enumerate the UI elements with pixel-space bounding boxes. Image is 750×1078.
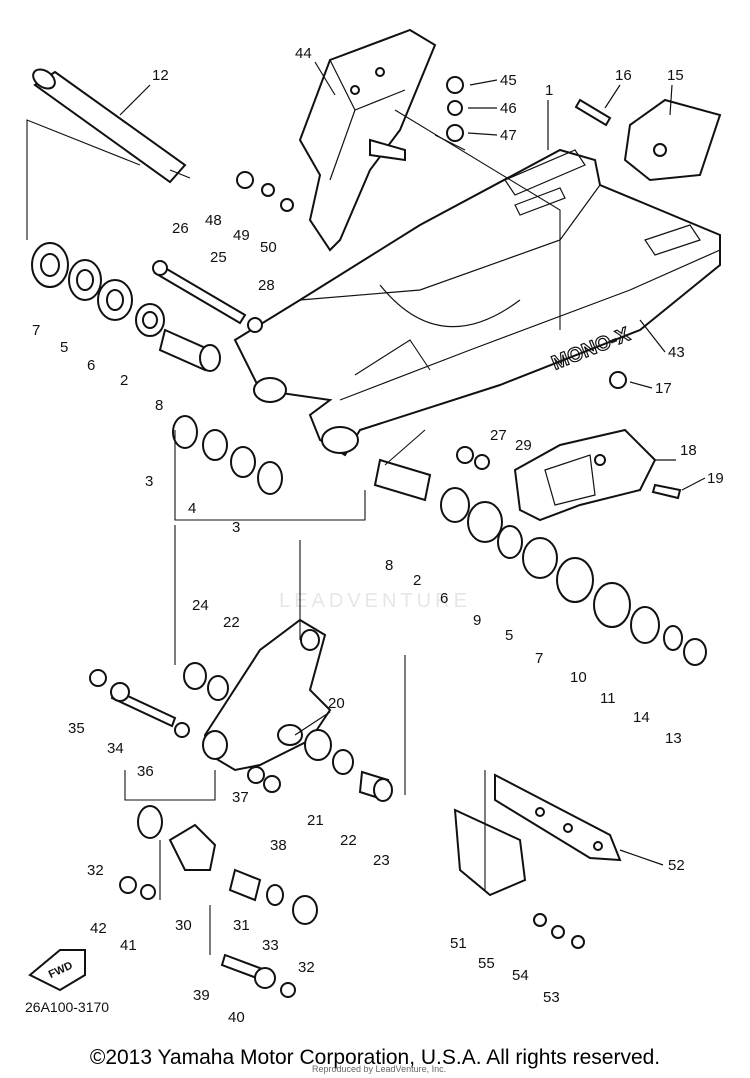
copyright-notice: ©2013 Yamaha Motor Corporation, U.S.A. A… — [89, 1046, 661, 1069]
swingarm: MONO-X — [233, 148, 721, 457]
pivot-bolt-25 — [152, 260, 263, 333]
leader-lines — [26, 109, 561, 955]
part-label: 3 — [232, 519, 240, 536]
part-label: 25 — [210, 249, 227, 266]
part-label: 54 — [512, 967, 529, 984]
relay-bolt-34 — [89, 669, 281, 793]
part-label: 2 — [413, 572, 421, 589]
part-label: 16 — [615, 67, 632, 84]
part-label: 48 — [205, 212, 222, 229]
part-label: 19 — [707, 470, 724, 487]
part-label: 26 — [172, 220, 189, 237]
part-label: 55 — [478, 955, 495, 972]
part-label: 22 — [340, 832, 357, 849]
part-label: 51 — [450, 935, 467, 952]
part-label: 52 — [668, 857, 685, 874]
pivot-shaft — [32, 68, 191, 184]
part-labels: 12 44 45 46 47 1 16 15 48 49 50 26 25 28… — [32, 45, 724, 1026]
part-label: 44 — [295, 45, 312, 62]
part-label: 47 — [500, 127, 517, 144]
part-label: 13 — [665, 730, 682, 747]
part-label: 10 — [570, 669, 587, 686]
center-bearings — [172, 415, 283, 495]
part-label: 7 — [535, 650, 543, 667]
part-label: 18 — [680, 442, 697, 459]
part-label: 33 — [262, 937, 279, 954]
part-label: 8 — [385, 557, 393, 574]
bracket-18 — [513, 428, 657, 522]
part-label: 5 — [60, 339, 68, 356]
part-label: 32 — [87, 862, 104, 879]
part-label: 23 — [373, 852, 390, 869]
bracket-15 — [623, 98, 722, 182]
part-label: 14 — [633, 709, 650, 726]
part-label: 41 — [120, 937, 137, 954]
part-label: 8 — [155, 397, 163, 414]
relay-bushings — [183, 662, 393, 802]
part-label: 27 — [490, 427, 507, 444]
part-label: 9 — [473, 612, 481, 629]
part-label: 21 — [307, 812, 324, 829]
left-bearing-stack — [31, 242, 221, 372]
plate-52 — [453, 773, 622, 949]
part-label: 24 — [192, 597, 209, 614]
part-label: 15 — [667, 67, 684, 84]
part-label: 2 — [120, 372, 128, 389]
part-label: 20 — [328, 695, 345, 712]
part-label: 37 — [232, 789, 249, 806]
reproduced-note: Reproduced by LeadVenture, Inc. — [312, 1064, 447, 1074]
part-label: 12 — [152, 67, 169, 84]
label-leaders — [119, 61, 706, 866]
part-label: 29 — [515, 437, 532, 454]
part-label: 5 — [505, 627, 513, 644]
part-label: 22 — [223, 614, 240, 631]
forward-arrow: FWD — [28, 949, 86, 992]
part-label: 43 — [668, 344, 685, 361]
part-label: 35 — [68, 720, 85, 737]
part-label: 32 — [298, 959, 315, 976]
part-label: 30 — [175, 917, 192, 934]
part-label: 11 — [600, 690, 616, 707]
part-label: 28 — [258, 277, 275, 294]
part-label: 49 — [233, 227, 250, 244]
part-label: 53 — [543, 989, 560, 1006]
part-label: 40 — [228, 1009, 245, 1026]
chain-guard — [298, 28, 437, 252]
part-label: 3 — [145, 473, 153, 490]
part-label: 31 — [233, 917, 250, 934]
part-label: 6 — [87, 357, 95, 374]
right-bearing-stack — [373, 458, 707, 666]
part-label: 17 — [655, 380, 672, 397]
part-label: 36 — [137, 763, 154, 780]
part-label: 42 — [90, 920, 107, 937]
part-label: 39 — [193, 987, 210, 1004]
part-label: 46 — [500, 100, 517, 117]
fasteners — [236, 76, 682, 500]
part-label: 34 — [107, 740, 124, 757]
part-label: 4 — [188, 500, 196, 517]
lower-link — [119, 805, 318, 925]
part-label: 7 — [32, 322, 40, 339]
catalog-code: 26A100-3170 — [25, 999, 109, 1015]
part-label: 50 — [260, 239, 277, 256]
part-label: 1 — [545, 82, 553, 99]
part-label: 38 — [270, 837, 287, 854]
bolt-39 — [220, 953, 296, 998]
part-label: 45 — [500, 72, 517, 89]
watermark-text: LEADVENTURE — [279, 590, 471, 612]
part-label: 6 — [440, 590, 448, 607]
